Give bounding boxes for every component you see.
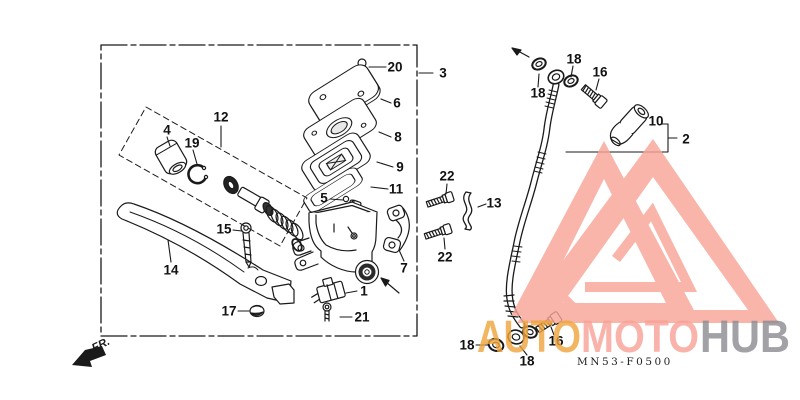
part-label-10: 10 (648, 113, 664, 129)
clamp-bracket-7 (382, 204, 410, 254)
part-label-14: 14 (163, 262, 179, 278)
part-label-16b: 16 (548, 333, 564, 349)
master-cylinder-body (292, 201, 400, 294)
part-label-9: 9 (396, 159, 404, 175)
part-label-18a: 18 (530, 85, 546, 101)
part-label-7: 7 (400, 260, 408, 276)
part-label-16a: 16 (592, 64, 608, 80)
part-label-19: 19 (184, 135, 200, 151)
diagram-code: MN53-F0500 (577, 356, 673, 368)
bolts-22-and-stay-13 (423, 191, 473, 240)
part-label-11: 11 (388, 181, 404, 197)
part-label-2: 2 (682, 131, 690, 147)
brake-switch-1 (311, 277, 346, 322)
part-label-12: 12 (213, 109, 229, 125)
part-label-5: 5 (320, 190, 328, 206)
part-label-6: 6 (393, 95, 401, 111)
part-label-3: 3 (439, 65, 447, 81)
fr-label: FR. (90, 336, 112, 355)
part-label-8: 8 (394, 129, 402, 145)
detail-frame (100, 44, 418, 337)
brake-hose-assembly (487, 47, 649, 353)
part-label-21: 21 (354, 309, 370, 325)
part-label-18b: 18 (566, 51, 582, 67)
part-label-18c: 18 (459, 337, 475, 353)
leader-lines (166, 65, 678, 356)
part-label-1: 1 (360, 283, 368, 299)
part-label-15: 15 (216, 221, 232, 237)
brake-lever-group (116, 202, 295, 318)
part-label-4: 4 (163, 122, 171, 138)
fr-direction-arrow: FR. (72, 336, 112, 367)
part-label-17: 17 (221, 303, 237, 319)
reservoir-cap-stack (301, 58, 381, 213)
part-label-20: 20 (387, 59, 403, 75)
part-label-18d: 18 (519, 353, 535, 369)
part-label-22a: 22 (439, 168, 455, 184)
part-label-13: 13 (486, 195, 502, 211)
piston-kit-12 (118, 106, 308, 252)
part-label-22b: 22 (437, 249, 453, 265)
